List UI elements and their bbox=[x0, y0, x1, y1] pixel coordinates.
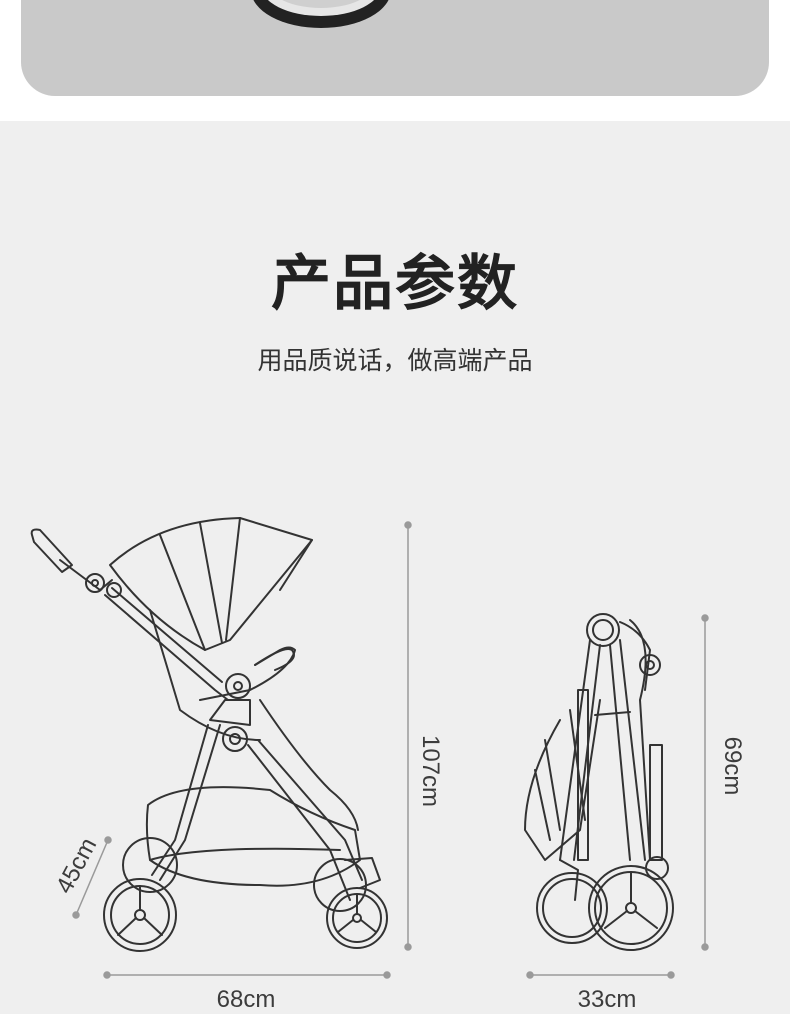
folded-stroller-drawing bbox=[524, 613, 674, 951]
previous-section-card bbox=[21, 0, 769, 96]
unfolded-height-label: 107cm bbox=[417, 734, 444, 808]
folded-width-label: 33cm bbox=[577, 986, 637, 1013]
wheel-fragment-image bbox=[253, 0, 389, 28]
measurement-lines bbox=[72, 521, 709, 979]
page-subtitle: 用品质说话，做高端产品 bbox=[257, 346, 533, 375]
unfolded-length-label: 68cm bbox=[216, 986, 276, 1013]
folded-height-label: 69cm bbox=[719, 736, 746, 796]
unfolded-stroller-drawing bbox=[30, 517, 388, 952]
top-band bbox=[0, 0, 790, 121]
page-title: 产品参数 bbox=[271, 249, 519, 319]
